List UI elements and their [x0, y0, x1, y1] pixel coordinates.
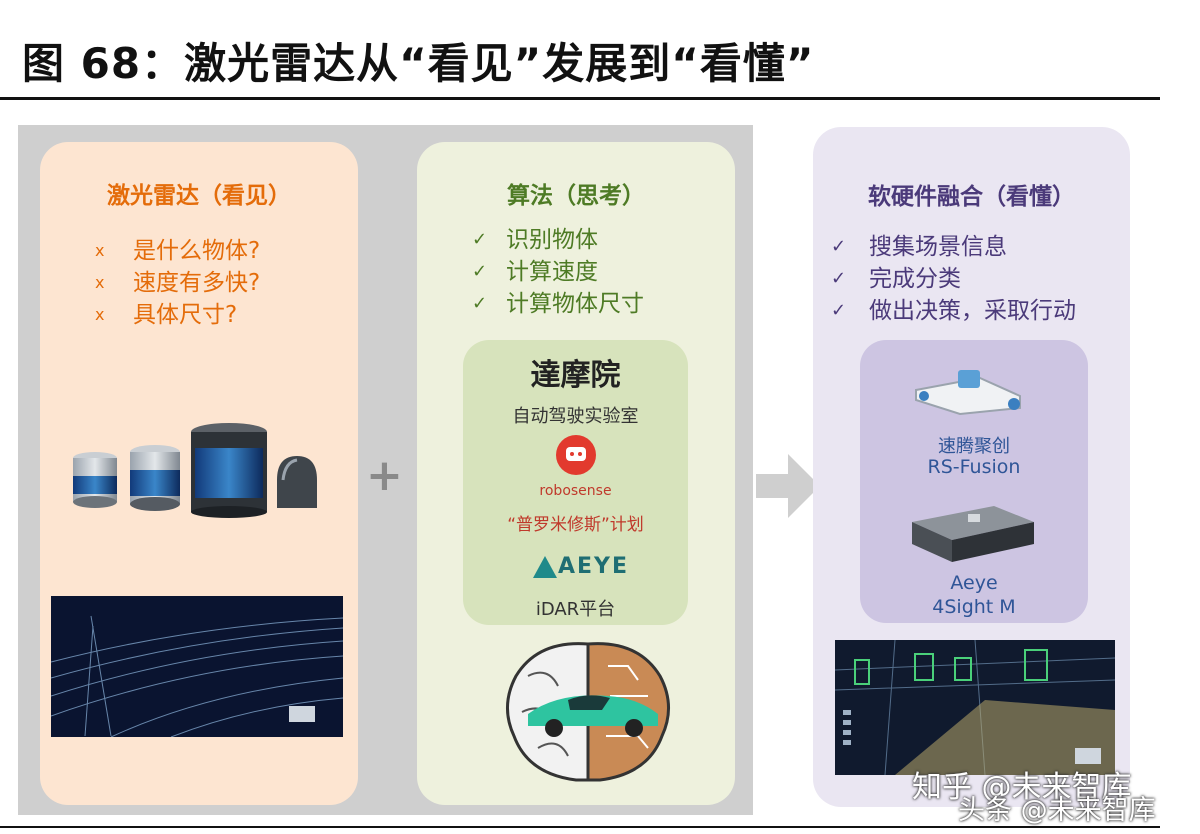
point-cloud-image	[51, 596, 343, 737]
idar-platform-label: iDAR平台	[463, 595, 688, 621]
title-rule	[0, 97, 1160, 100]
cross-icon: x	[95, 299, 133, 331]
damo-logo: 達摩院	[463, 350, 688, 394]
damo-lab-label: 自动驾驶实验室	[463, 402, 688, 428]
brain-car-image	[498, 636, 678, 786]
cross-icon: x	[95, 267, 133, 299]
check-icon: ✓	[472, 288, 506, 320]
algorithm-partners-box: 達摩院 自动驾驶实验室 robosense “普罗米修斯”计划 AEYE iDA…	[463, 340, 688, 625]
algorithm-capability-list: ✓识别物体 ✓计算速度 ✓计算物体尺寸	[472, 224, 644, 320]
aeye-brand-label: Aeye	[860, 572, 1088, 594]
rs-fusion-model-label: RS-Fusion	[860, 456, 1088, 478]
list-item: ✓识别物体	[472, 224, 644, 256]
figure-title: 图 68：激光雷达从“看见”发展到“看懂”	[22, 30, 814, 91]
check-icon: ✓	[831, 231, 869, 263]
list-item: ✓搜集场景信息	[831, 231, 1076, 263]
cross-icon: x	[95, 235, 133, 267]
list-item: ✓计算速度	[472, 256, 644, 288]
lidar-devices-image	[65, 418, 325, 518]
check-icon: ✓	[472, 224, 506, 256]
plus-sign: +	[366, 450, 403, 501]
fusion-panel-title: 软硬件融合（看懂）	[813, 177, 1130, 211]
list-item: ✓计算物体尺寸	[472, 288, 644, 320]
lidar-panel-title: 激光雷达（看见）	[40, 176, 358, 210]
fusion-scene-image	[835, 640, 1115, 775]
robosense-label: robosense	[463, 483, 688, 499]
bottom-rule	[0, 826, 1160, 828]
fusion-products-box: 速腾聚创 RS-Fusion Aeye 4Sight M	[860, 340, 1088, 623]
check-icon: ✓	[831, 263, 869, 295]
rs-fusion-brand-label: 速腾聚创	[860, 432, 1088, 458]
fusion-capability-list: ✓搜集场景信息 ✓完成分类 ✓做出决策，采取行动	[831, 231, 1076, 327]
rs-fusion-device-image	[910, 360, 1030, 420]
check-icon: ✓	[472, 256, 506, 288]
aeye-logo-icon	[533, 556, 557, 578]
prometheus-plan-label: “普罗米修斯”计划	[463, 510, 688, 535]
check-icon: ✓	[831, 295, 869, 327]
list-item: ✓完成分类	[831, 263, 1076, 295]
list-item: ✓做出决策，采取行动	[831, 295, 1076, 327]
aeye-logo-text: AEYE	[558, 554, 629, 579]
aeye-4sight-device-image	[908, 500, 1038, 566]
robosense-logo-icon	[556, 435, 596, 475]
algorithm-panel-title: 算法（思考）	[417, 176, 735, 210]
watermark-toutiao: 头条 @未来智库	[958, 788, 1156, 827]
aeye-model-label: 4Sight M	[860, 596, 1088, 618]
